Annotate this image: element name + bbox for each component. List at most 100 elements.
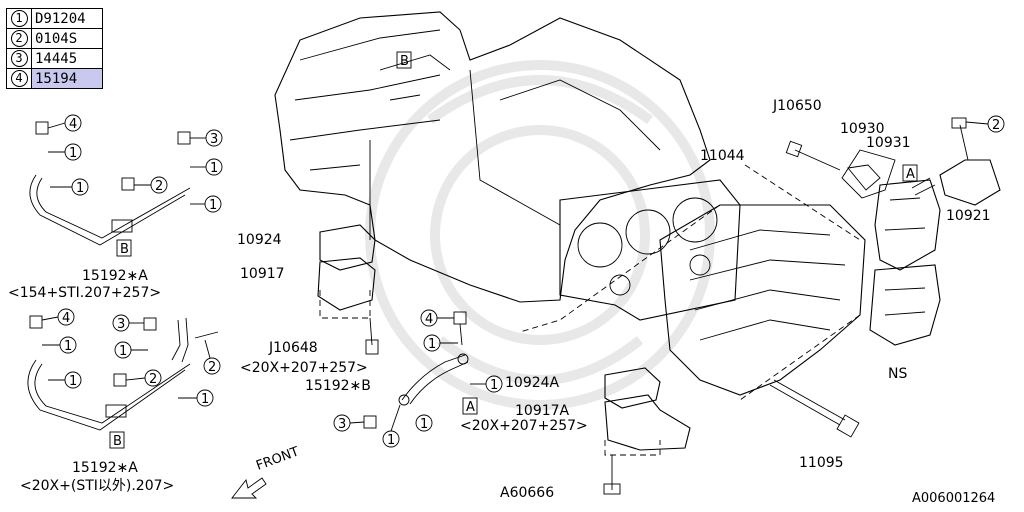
parts-legend: 1 D91204 2 0104S 3 14445 4 15194: [6, 8, 103, 89]
head-bolt-11095[interactable]: [769, 379, 860, 438]
svg-text:2: 2: [992, 118, 1000, 133]
svg-text:3: 3: [210, 132, 218, 147]
head-gasket-11044[interactable]: [559, 179, 741, 321]
label-11095[interactable]: 11095: [799, 455, 844, 471]
label-15192a-top-spec: <154+STI.207+257>: [8, 285, 161, 301]
legend-num: 4: [10, 70, 28, 87]
label-10921[interactable]: 10921: [946, 208, 991, 224]
label-10917[interactable]: 10917: [240, 266, 285, 282]
oil-pipe-15192a-top[interactable]: [29, 121, 191, 246]
solenoid-block-10924a-10917a[interactable]: [603, 367, 691, 495]
label-j10650[interactable]: J10650: [772, 98, 822, 114]
label-a60666[interactable]: A60666: [500, 485, 554, 501]
svg-text:2: 2: [208, 360, 216, 375]
numbered-callout-icon[interactable]: 4: [420, 309, 454, 327]
numbered-callout-icon[interactable]: 1: [48, 143, 82, 161]
watermark-emblem: [365, 60, 715, 410]
diagram-id: A006001264: [912, 491, 995, 506]
svg-text:3: 3: [117, 317, 125, 332]
numbered-callout-icon[interactable]: 1: [114, 341, 148, 359]
svg-text:3: 3: [338, 417, 346, 432]
svg-text:2: 2: [155, 179, 163, 194]
svg-text:B: B: [113, 434, 122, 449]
svg-text:4: 4: [69, 117, 77, 132]
numbered-callout-icon[interactable]: 3: [112, 314, 144, 332]
svg-text:1: 1: [209, 198, 217, 213]
label-10930[interactable]: 10930: [840, 121, 885, 137]
numbered-callout-icon[interactable]: 2: [965, 115, 1005, 133]
label-15192a-top[interactable]: 15192∗A: [82, 268, 148, 284]
numbered-callout-icon[interactable]: 1: [50, 178, 89, 196]
numbered-callout-icon[interactable]: 3: [333, 414, 365, 432]
numbered-callout-icon[interactable]: 1: [470, 375, 503, 393]
svg-text:4: 4: [425, 312, 433, 327]
label-j10648-spec: <20X+207+257>: [240, 360, 368, 376]
svg-text:A: A: [466, 400, 475, 415]
label-10917a[interactable]: 10917A: [515, 403, 570, 419]
label-ns[interactable]: NS: [888, 366, 907, 382]
engine-block-illustration[interactable]: [274, 11, 711, 303]
legend-num: 3: [10, 50, 28, 67]
ref-box-b-top[interactable]: B: [396, 51, 412, 69]
legend-code: 14445: [31, 48, 103, 69]
numbered-callout-icon[interactable]: 1: [178, 389, 214, 407]
svg-text:1: 1: [210, 161, 218, 176]
svg-text:1: 1: [69, 374, 77, 389]
ref-box-a-right[interactable]: A: [902, 164, 918, 182]
svg-text:1: 1: [420, 417, 428, 432]
numbered-callout-icon[interactable]: 1: [42, 336, 77, 354]
label-10924a[interactable]: 10924A: [505, 375, 560, 391]
legend-num: 2: [10, 30, 28, 47]
label-15192a-bottom[interactable]: 15192∗A: [72, 460, 138, 476]
numbered-callout-icon[interactable]: 1: [415, 414, 433, 432]
oil-pipe-15192a-bottom[interactable]: [27, 315, 219, 431]
svg-text:1: 1: [64, 339, 72, 354]
numbered-callout-icon[interactable]: 1: [382, 404, 401, 448]
ref-box-b-left-bottom[interactable]: B: [109, 431, 125, 449]
svg-text:A: A: [906, 167, 915, 182]
cylinder-head-illustration[interactable]: [519, 164, 866, 401]
bolt-j10650[interactable]: [785, 140, 841, 171]
svg-text:1: 1: [119, 344, 127, 359]
svg-text:2: 2: [149, 372, 157, 387]
front-arrow-icon: [231, 477, 267, 499]
ref-box-a-center[interactable]: A: [462, 397, 478, 415]
legend-code: 15194: [31, 68, 103, 89]
svg-text:1: 1: [428, 337, 436, 352]
label-15192b[interactable]: 15192∗B: [305, 378, 371, 394]
numbered-callout-icon[interactable]: 3: [190, 129, 223, 147]
solenoid-block-10924-10917[interactable]: [317, 224, 379, 355]
label-j10648[interactable]: J10648: [268, 340, 318, 356]
svg-text:4: 4: [62, 311, 70, 326]
numbered-callout-icon[interactable]: 1: [190, 195, 222, 213]
legend-row[interactable]: 3 14445: [6, 48, 103, 69]
oil-control-valve-10921[interactable]: [911, 117, 1001, 206]
legend-row-selected[interactable]: 4 15194: [6, 68, 103, 89]
ref-box-b-left-top[interactable]: B: [116, 239, 132, 257]
label-11044[interactable]: 11044: [700, 148, 745, 164]
svg-text:1: 1: [201, 392, 209, 407]
svg-text:1: 1: [387, 433, 395, 448]
numbered-callout-icon[interactable]: 1: [423, 334, 458, 352]
svg-text:1: 1: [490, 378, 498, 393]
label-10924[interactable]: 10924: [237, 232, 282, 248]
legend-num: 1: [10, 10, 28, 27]
numbered-callout-icon[interactable]: 2: [125, 369, 162, 387]
numbered-callout-icon[interactable]: 4: [47, 114, 82, 132]
cam-cover-assembly[interactable]: [869, 179, 941, 346]
oil-pipe-15192b[interactable]: [363, 311, 469, 429]
label-10917a-spec: <20X+207+257>: [460, 418, 588, 434]
numbered-callout-icon[interactable]: 2: [203, 339, 221, 375]
front-label: FRONT: [254, 444, 301, 473]
numbered-callout-icon[interactable]: 1: [48, 371, 82, 389]
svg-text:B: B: [400, 54, 409, 69]
legend-row[interactable]: 2 0104S: [6, 28, 103, 49]
numbered-callout-icon[interactable]: 4: [41, 308, 75, 326]
cover-plate-10930[interactable]: [841, 149, 896, 199]
svg-text:1: 1: [69, 146, 77, 161]
numbered-callout-icon[interactable]: 1: [190, 158, 223, 176]
numbered-callout-icon[interactable]: 2: [134, 176, 168, 194]
label-15192a-bottom-spec: <20X+(STI以外).207>: [20, 478, 174, 494]
label-10931[interactable]: 10931: [866, 135, 911, 151]
